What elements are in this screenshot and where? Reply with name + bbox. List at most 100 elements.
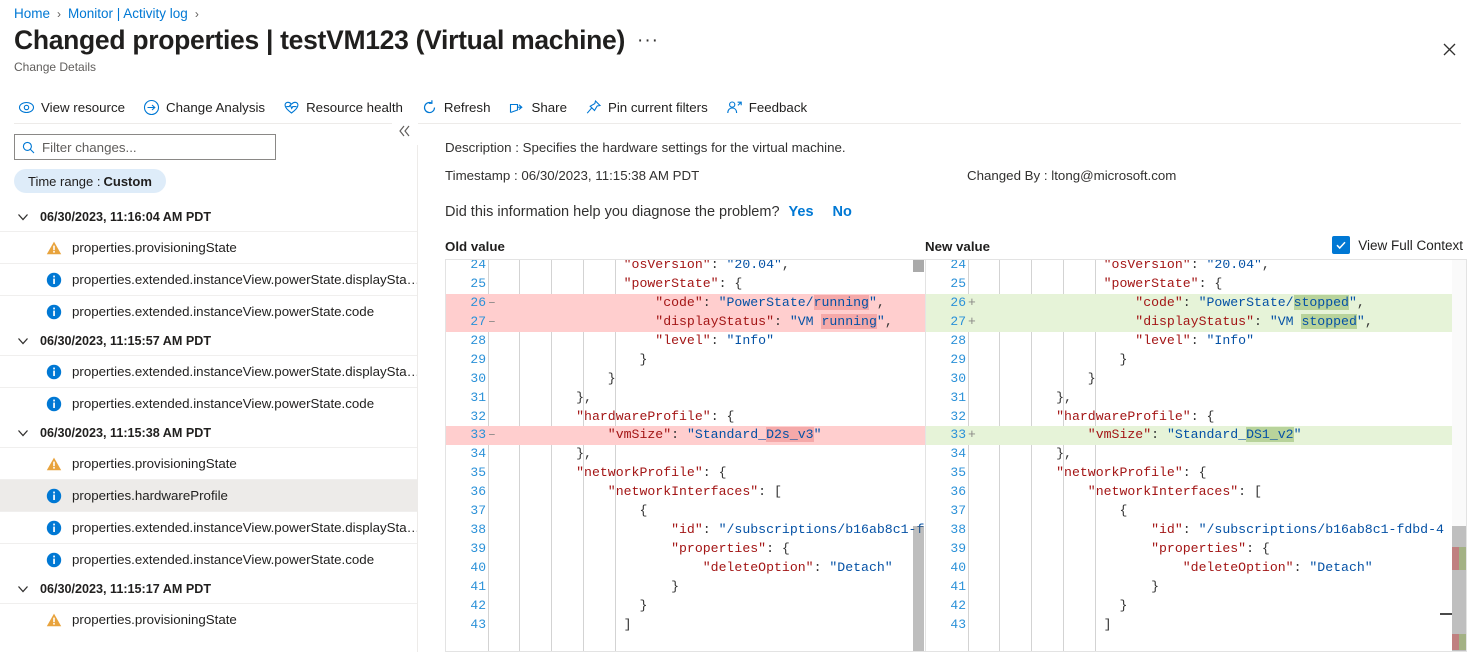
diff-line: 33+ "vmSize": "Standard_DS1_v2" — [926, 426, 1466, 446]
change-property-label: properties.extended.instanceView.powerSt… — [72, 364, 417, 379]
close-icon[interactable] — [1433, 33, 1465, 65]
diff-sign: + — [968, 427, 976, 443]
view-full-context-checkbox[interactable]: View Full Context — [1332, 236, 1463, 254]
change-group-header[interactable]: 06/30/2023, 11:15:17 AM PDT — [0, 575, 417, 603]
diff-line-content: "hardwareProfile": { — [576, 408, 735, 424]
info-icon — [46, 488, 62, 504]
diff-sign — [968, 445, 977, 464]
line-number: 38 — [470, 522, 486, 538]
diff-line: 28 "level": "Info" — [446, 332, 925, 351]
pin-current-filters-label: Pin current filters — [607, 99, 708, 115]
warning-icon — [46, 240, 62, 256]
info-icon — [46, 520, 62, 536]
more-options-button[interactable]: ··· — [637, 30, 660, 51]
diff-sign — [968, 502, 977, 521]
change-group-header[interactable]: 06/30/2023, 11:15:57 AM PDT — [0, 327, 417, 355]
change-list-item[interactable]: properties.extended.instanceView.powerSt… — [0, 543, 417, 575]
share-button[interactable]: Share — [504, 95, 575, 120]
diff-overview-ruler[interactable] — [1440, 260, 1466, 651]
feedback-button[interactable]: Feedback — [722, 95, 816, 120]
view-resource-icon — [18, 99, 35, 116]
diff-line: 24 "osVersion": "20.04", — [446, 260, 925, 275]
diff-line: 43 ] — [446, 616, 925, 635]
change-list-item[interactable]: properties.extended.instanceView.powerSt… — [0, 355, 417, 387]
change-list-item[interactable]: properties.provisioningState — [0, 603, 417, 635]
diff-line-content: "hardwareProfile": { — [1056, 408, 1215, 424]
diff-pane-old: 24 "osVersion": "20.04",25 "powerState":… — [446, 260, 926, 651]
diff-sign — [488, 540, 497, 559]
line-number: 36 — [950, 484, 966, 500]
breadcrumb-item-monitor-activity-log[interactable]: Monitor | Activity log — [68, 6, 188, 21]
line-number: 24 — [950, 260, 966, 272]
diff-line-content: "vmSize": "Standard_D2s_v3" — [607, 427, 822, 443]
breadcrumb-item-home[interactable]: Home — [14, 6, 51, 21]
diff-line-content: "properties": { — [671, 541, 790, 557]
title-row: Changed properties | testVM123 (Virtual … — [14, 25, 659, 56]
diff-sign — [968, 389, 977, 408]
change-analysis-icon — [143, 99, 160, 116]
line-number: 31 — [950, 389, 966, 405]
page-subtitle: Change Details — [14, 60, 97, 74]
view-resource-button[interactable]: View resource — [14, 95, 134, 120]
diff-line: 39 "properties": { — [926, 540, 1466, 559]
diff-sign — [968, 578, 977, 597]
feedback-no-link[interactable]: No — [832, 204, 852, 220]
diff-sign — [968, 408, 977, 427]
changed-by-value: ltong@microsoft.com — [1051, 168, 1177, 183]
diff-sign — [968, 521, 977, 540]
diff-sign — [488, 578, 497, 597]
changes-sidebar: Time range : Custom 06/30/2023, 11:16:04… — [0, 124, 418, 652]
change-list-item[interactable]: properties.hardwareProfile — [0, 479, 417, 511]
change-group-timestamp: 06/30/2023, 11:15:38 AM PDT — [40, 426, 212, 440]
diff-sign — [968, 616, 977, 635]
change-analysis-button[interactable]: Change Analysis — [139, 95, 274, 120]
info-icon — [46, 396, 62, 412]
change-list-item[interactable]: properties.provisioningState — [0, 447, 417, 479]
diff-line: 28 "level": "Info" — [926, 332, 1466, 351]
diff-line: 29 } — [926, 351, 1466, 370]
timestamp-row: Timestamp : 06/30/2023, 11:15:38 AM PDT — [445, 168, 699, 183]
line-number: 27 — [470, 313, 486, 329]
refresh-button[interactable]: Refresh — [417, 95, 500, 120]
feedback-icon — [726, 99, 743, 116]
info-icon — [46, 304, 62, 320]
line-number: 35 — [950, 465, 966, 481]
resource-health-button[interactable]: Resource health — [279, 95, 412, 120]
change-list-item[interactable]: properties.extended.instanceView.powerSt… — [0, 263, 417, 295]
line-number: 35 — [470, 465, 486, 481]
diff-line-content: } — [639, 351, 648, 367]
line-number: 33 — [470, 427, 486, 443]
diff-sign — [488, 464, 497, 483]
feedback-yes-link[interactable]: Yes — [788, 204, 814, 220]
change-details-panel: Description : Specifies the hardware set… — [419, 124, 1475, 652]
diff-sign — [968, 275, 977, 294]
change-list-item[interactable]: properties.extended.instanceView.powerSt… — [0, 295, 417, 327]
change-list-item[interactable]: properties.extended.instanceView.powerSt… — [0, 511, 417, 543]
change-group-header[interactable]: 06/30/2023, 11:15:38 AM PDT — [0, 419, 417, 447]
line-number: 31 — [470, 389, 486, 405]
change-list-item[interactable]: properties.extended.instanceView.powerSt… — [0, 387, 417, 419]
search-input[interactable] — [35, 135, 275, 159]
timestamp-value: 06/30/2023, 11:15:38 AM PDT — [521, 168, 700, 183]
timestamp-label: Timestamp : — [445, 168, 518, 183]
new-value-header: New value — [925, 239, 991, 254]
command-bar-divider — [14, 123, 1461, 124]
diff-line-content: "code": "PowerState/running", — [655, 294, 885, 310]
pin-icon — [585, 99, 602, 116]
line-number: 32 — [470, 408, 486, 424]
change-group-header[interactable]: 06/30/2023, 11:16:04 AM PDT — [0, 203, 417, 231]
checkbox-checked-icon — [1332, 236, 1351, 254]
collapse-panel-button[interactable] — [392, 121, 418, 145]
diff-line: 30 } — [926, 370, 1466, 389]
diff-code-new[interactable]: 24 "osVersion": "20.04",25 "powerState":… — [926, 260, 1466, 651]
change-list-item[interactable]: properties.provisioningState — [0, 231, 417, 263]
time-range-filter-prefix: Time range : — [28, 173, 101, 189]
filter-changes-box[interactable] — [14, 134, 276, 160]
time-range-filter-pill[interactable]: Time range : Custom — [14, 169, 166, 193]
diff-line: 38 "id": "/subscriptions/b16ab8c1-fdbd-4 — [926, 521, 1466, 540]
diff-code-old[interactable]: 24 "osVersion": "20.04",25 "powerState":… — [446, 260, 925, 651]
diff-vertical-scrollbar-old[interactable] — [911, 260, 925, 651]
description-row: Description : Specifies the hardware set… — [445, 140, 846, 155]
diff-line: 36 "networkInterfaces": [ — [446, 483, 925, 502]
pin-current-filters-button[interactable]: Pin current filters — [581, 95, 717, 120]
